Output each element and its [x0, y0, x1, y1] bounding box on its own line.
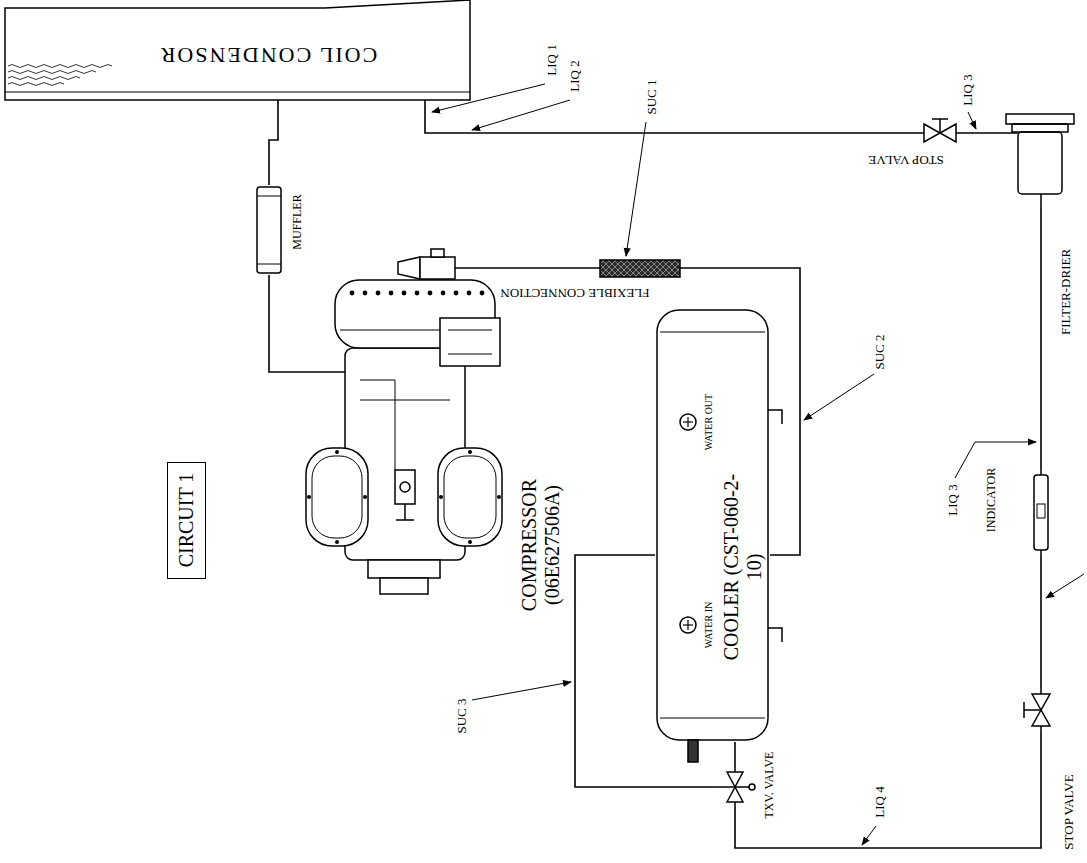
- cooler-vessel: [657, 310, 782, 762]
- component-label: TXV. VALVE: [763, 752, 777, 819]
- refrigerant-pipe: [269, 100, 278, 185]
- pipe-label: LIQ 2: [568, 60, 583, 91]
- component-label: MUFFLER: [291, 194, 305, 249]
- flexible-hose: [600, 260, 680, 277]
- expansion-valve-symbol: [715, 768, 755, 806]
- condenser-coil: COIL CONDENSOR: [5, 0, 470, 100]
- refrigerant-pipe: [425, 100, 918, 133]
- component-label: FILTER-DRIER: [1059, 249, 1074, 335]
- cooler: COOLER (CST-060-2-10) WATER OUT WATER IN: [655, 305, 770, 742]
- refrigerant-pipe: [962, 132, 1000, 134]
- pipe-label: SUC 3: [455, 698, 470, 733]
- component-label: COMPRESSOR (06E627506A): [518, 455, 564, 635]
- stop-valve-symbol: [918, 119, 962, 142]
- component-label: WATER IN: [703, 602, 715, 648]
- component-label: STOP VALVE: [868, 153, 943, 168]
- stop-valve: STOP VALVE: [918, 118, 962, 148]
- filter-drier: FILTER-DRIER: [1000, 112, 1080, 207]
- component-label: INDICATOR: [985, 468, 999, 532]
- sight-glass-symbol: [1034, 470, 1048, 555]
- component-label: WATER OUT: [703, 394, 715, 450]
- pipe-label: LIQ 3: [961, 74, 976, 105]
- refrigerant-pipe: [575, 555, 715, 787]
- pipe-label: LIQ 3: [946, 484, 961, 515]
- refrigerant-pipe: [734, 742, 736, 768]
- pipe-label: LIQ 4: [873, 786, 888, 817]
- condenser-outline: [5, 0, 470, 100]
- expansion-valve: TXV. VALVE: [715, 768, 755, 806]
- component-label: FLEXIBLE CONNECTION: [500, 286, 649, 301]
- pipe-label: LIQ 1: [545, 44, 560, 75]
- pipe-label: SUC 1: [645, 79, 660, 114]
- component-label: STOP VALVE: [1062, 774, 1077, 849]
- refrigerant-pipe: [1040, 207, 1042, 470]
- stop-valve: STOP VALVE: [1020, 688, 1062, 732]
- component-label: COIL CONDENSOR: [159, 42, 377, 67]
- circuit-tag: CIRCUIT 1: [167, 462, 206, 579]
- refrigerant-pipe: [269, 275, 300, 372]
- component-label: CIRCUIT 1: [174, 473, 197, 568]
- stop-valve-symbol: [1024, 688, 1050, 732]
- flexible-connection: FLEXIBLE CONNECTION: [600, 258, 680, 280]
- muffler: MUFFLER: [255, 185, 283, 275]
- component-label: COOLER (CST-060-2-10): [720, 467, 766, 667]
- refrigerant-pipe: [735, 732, 1041, 848]
- pipe-label: SUC 2: [873, 334, 888, 369]
- sight-indicator: INDICATOR: [1032, 470, 1050, 555]
- compressor-illustration: [300, 249, 515, 594]
- filter-drier-symbol: [1000, 114, 1074, 207]
- leader-line: [432, 84, 1084, 845]
- compressor: COMPRESSOR (06E627506A): [300, 255, 515, 600]
- refrigerant-pipe: [1040, 555, 1042, 688]
- refrigerant-pipe: [515, 267, 600, 269]
- muffler-body: [257, 187, 281, 273]
